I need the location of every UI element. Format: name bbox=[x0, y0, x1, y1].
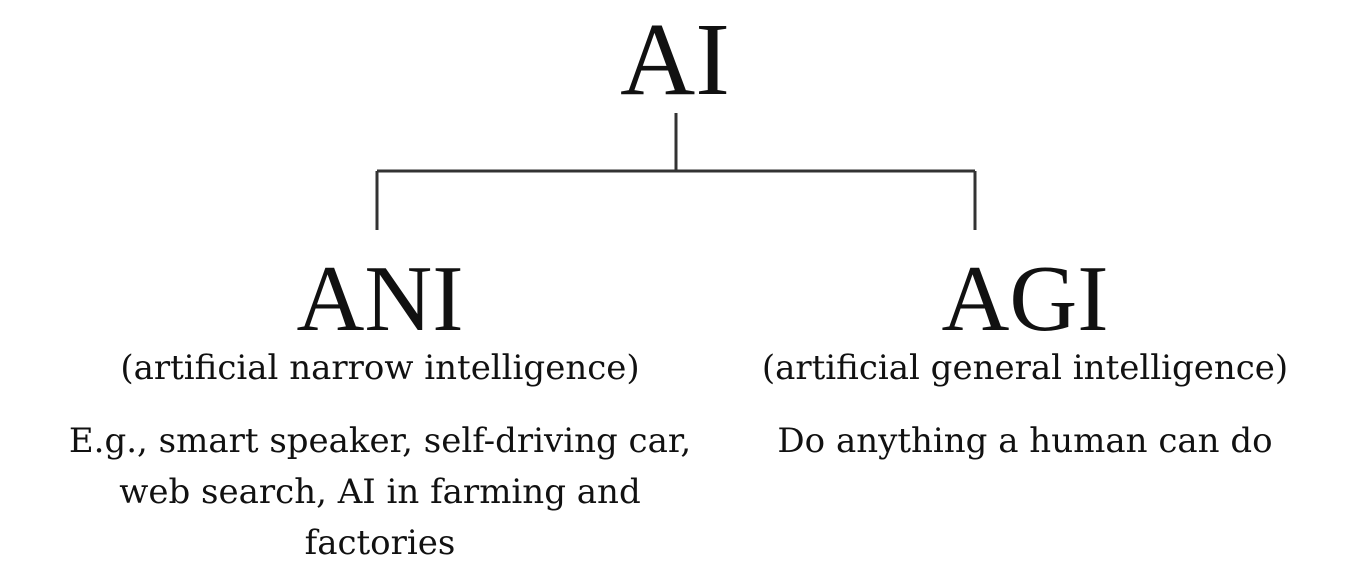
branch-ani-title: ANI bbox=[296, 247, 464, 351]
branch-ani-subtitle: (artificial narrow intelligence) bbox=[120, 348, 640, 388]
root-node-title: AI bbox=[620, 2, 730, 117]
branch-agi-subtitle: (artificial general intelligence) bbox=[761, 348, 1289, 388]
branch-agi-description: Do anything a human can do bbox=[777, 421, 1273, 461]
branch-agi-title: AGI bbox=[941, 247, 1109, 351]
branch-agi: AGI (artificial general intelligence) Do… bbox=[710, 252, 1340, 562]
branch-ani-description: E.g., smart speaker, self-driving car, w… bbox=[68, 421, 692, 563]
branch-ani: ANI (artificial narrow intelligence) E.g… bbox=[40, 247, 720, 563]
